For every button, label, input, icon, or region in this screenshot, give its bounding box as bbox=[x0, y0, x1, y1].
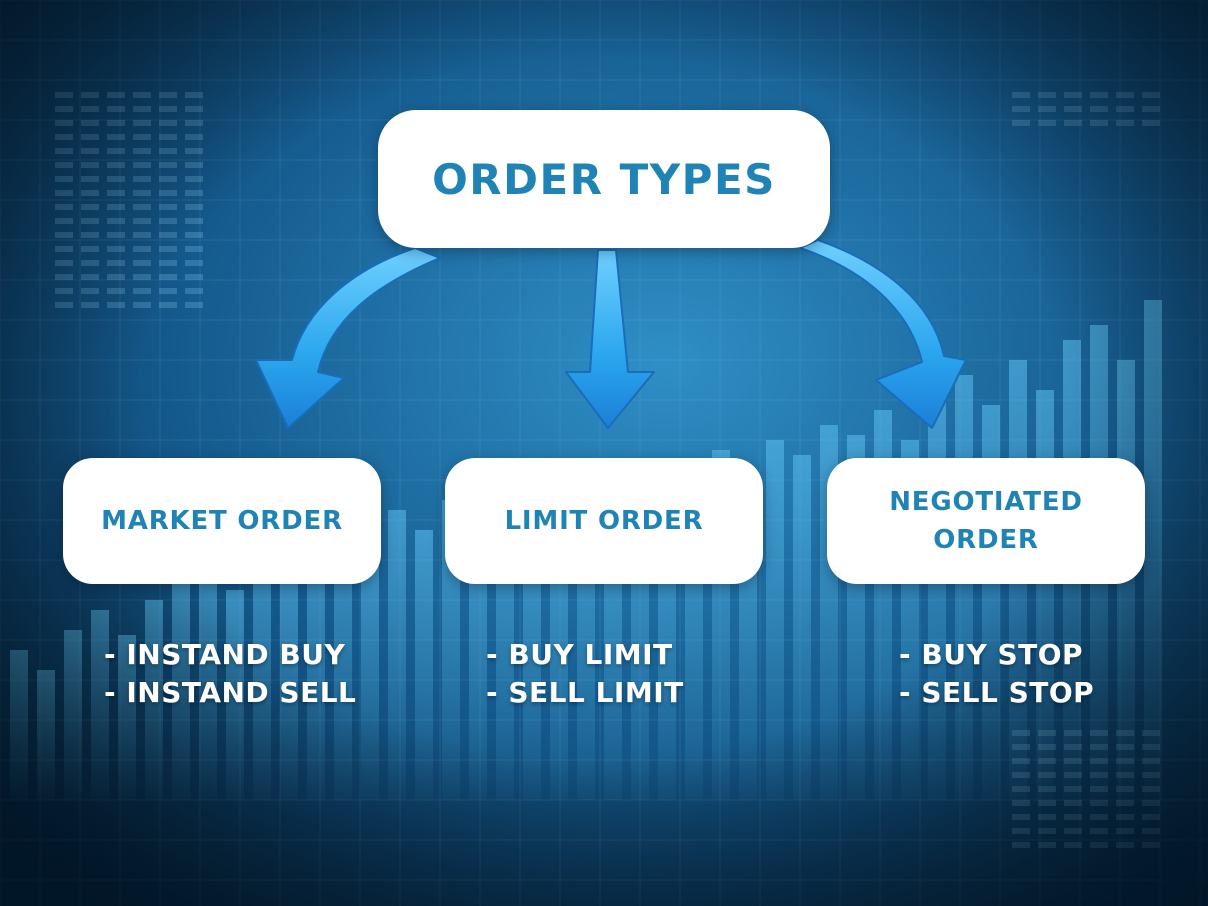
market-order-label: MARKET ORDER bbox=[101, 506, 343, 536]
list-item: - BUY STOP bbox=[899, 638, 1084, 671]
list-item: - INSTAND SELL bbox=[104, 676, 357, 709]
list-item: - BUY LIMIT bbox=[486, 638, 673, 671]
list-item: - INSTAND BUY bbox=[104, 638, 346, 671]
limit-order-box: LIMIT ORDER bbox=[445, 458, 763, 584]
list-item: - SELL STOP bbox=[899, 676, 1095, 709]
negotiated-order-items: - BUY STOP - SELL STOP bbox=[899, 636, 1094, 712]
market-order-box: MARKET ORDER bbox=[63, 458, 381, 584]
limit-order-label: LIMIT ORDER bbox=[504, 506, 704, 536]
market-order-items: - INSTAND BUY - INSTAND SELL bbox=[104, 636, 356, 712]
negotiated-order-label: NEGOTIATED ORDER bbox=[889, 487, 1083, 555]
title-box: ORDER TYPES bbox=[378, 110, 830, 248]
negotiated-order-box: NEGOTIATED ORDER bbox=[827, 458, 1145, 584]
list-item: - SELL LIMIT bbox=[486, 676, 684, 709]
diagram-title: ORDER TYPES bbox=[432, 154, 776, 204]
limit-order-items: - BUY LIMIT - SELL LIMIT bbox=[486, 636, 684, 712]
